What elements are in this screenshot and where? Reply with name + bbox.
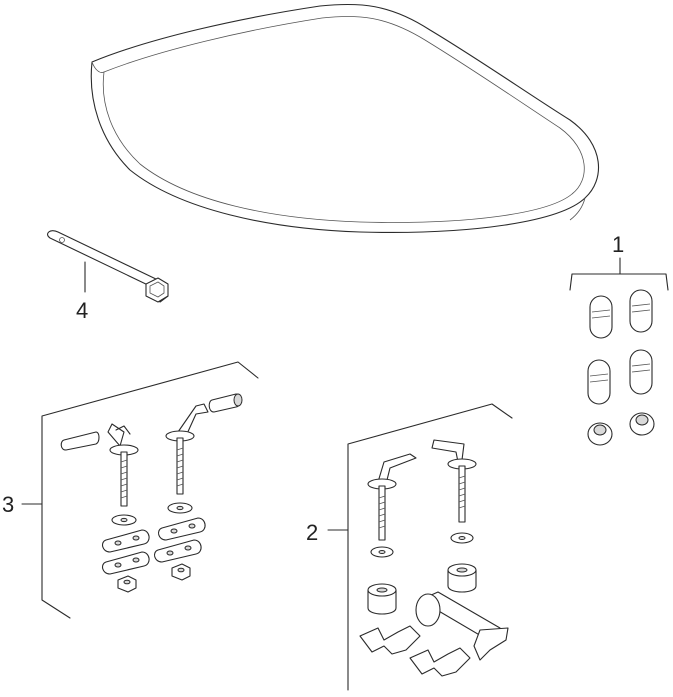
callout-4: 4 [76,298,88,323]
fixing-set-2 [359,439,509,677]
cover-caps [587,289,655,446]
callout-bracket-1 [569,257,669,291]
toilet-seat-lid [90,3,600,233]
callout-2: 2 [306,520,318,545]
callout-3: 3 [2,492,14,517]
hex-key-tool [47,230,169,303]
callout-bracket-2 [347,403,513,691]
fixing-set-3 [60,393,243,593]
callout-bracket-3 [41,361,259,619]
callout-1: 1 [612,232,624,257]
